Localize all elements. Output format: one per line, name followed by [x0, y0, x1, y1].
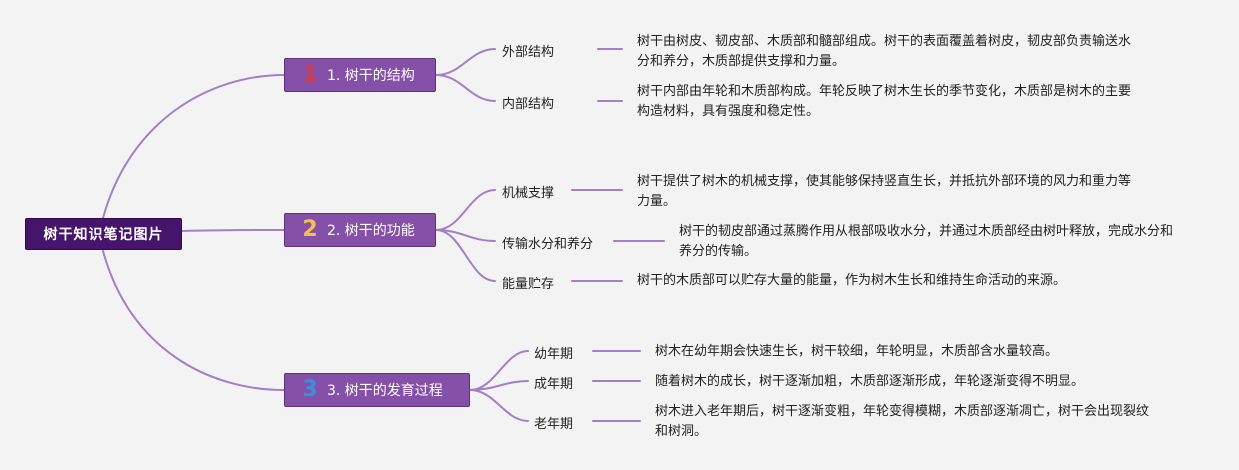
branch-node-1: 1 1. 树干的结构 [284, 58, 436, 92]
child-detail: 树干提供了树木的机械支撑，使其能够保持竖直生长，并抵抗外部环境的风力和重力等力量… [637, 174, 1132, 209]
connector-branch-2-child-3 [435, 229, 496, 282]
child-detail: 树木在幼年期会快速生长，树干较细，年轮明显，木质部含水量较高。 [655, 344, 1059, 359]
child-detail: 树干的木质部可以贮存大量的能量，作为树木生长和维持生命活动的来源。 [637, 273, 1067, 288]
connector-branch-3-child-2 [469, 380, 529, 391]
child-node: 成年期 [534, 377, 574, 392]
connector-root-branch-3 [102, 250, 285, 391]
child-detail: 树干的韧皮部通过蒸腾作用从根部吸收水分，并通过木质部经由树叶释放，完成水分和养分… [679, 224, 1174, 259]
connector-root-branch-2 [181, 229, 285, 232]
child-node: 老年期 [534, 417, 574, 432]
child-detail: 随着树木的成长，树干逐渐加粗，木质部逐渐形成，年轮逐渐变得不明显。 [655, 374, 1085, 389]
child-node: 机械支撑 [502, 186, 555, 201]
connector-root-branch-1 [102, 74, 285, 219]
branch-node-2: 2 2. 树干的功能 [284, 213, 436, 247]
child-node: 外部结构 [502, 45, 555, 60]
connector-branch-1-child-1 [435, 48, 496, 76]
root-node: 树干知识笔记图片 [25, 218, 182, 250]
connector-branch-2-child-1 [435, 189, 496, 231]
child-node: 内部结构 [502, 97, 555, 112]
number-1-icon: 1 [302, 62, 318, 87]
connector-branch-1-child-2 [435, 74, 496, 102]
branch-label: 2. 树干的功能 [327, 223, 415, 239]
child-node: 能量贮存 [502, 277, 555, 292]
connector-branch-3-child-1 [469, 350, 529, 391]
branch-label: 3. 树干的发育过程 [327, 383, 443, 399]
number-2-icon: 2 [302, 217, 318, 242]
child-node: 幼年期 [534, 347, 574, 362]
child-node: 传输水分和养分 [502, 237, 594, 252]
branch-label: 1. 树干的结构 [327, 68, 415, 84]
number-3-icon: 3 [302, 377, 318, 402]
connector-branch-3-child-3 [469, 389, 529, 422]
child-detail: 树干由树皮、韧皮部、木质部和髓部组成。树干的表面覆盖着树皮，韧皮部负责输送水分和… [637, 34, 1132, 69]
child-detail: 树木进入老年期后，树干逐渐变粗，年轮变得模糊，木质部逐渐凋亡，树干会出现裂纹和树… [655, 404, 1150, 439]
branch-node-3: 3 3. 树干的发育过程 [284, 373, 470, 407]
child-detail: 树干内部由年轮和木质部构成。年轮反映了树木生长的季节变化，木质部是树木的主要构造… [637, 84, 1132, 119]
